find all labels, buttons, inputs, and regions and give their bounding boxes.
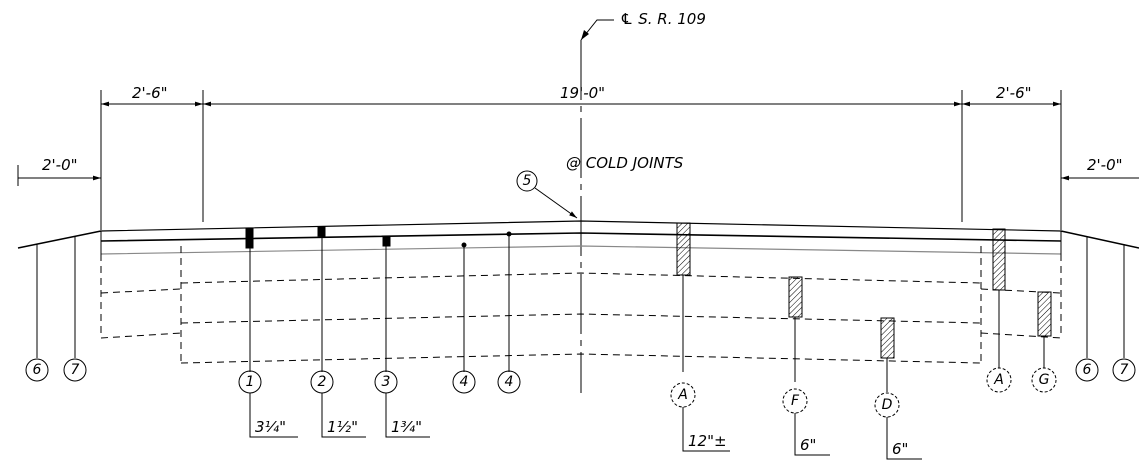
dim-center: 19'-0" [560, 84, 605, 102]
note-callout-5: 5 @ COLD JOINTS [516, 154, 684, 219]
core-callouts [670, 367, 1057, 418]
core-callout-d: D [882, 397, 893, 413]
dim-right-inner: 2'-6" [996, 84, 1032, 102]
core-callout-f: F [791, 393, 800, 409]
dimension-top [17, 90, 1139, 230]
shoulder-leaders [36, 237, 1125, 358]
centerline-label: ℄ S. R. 109 [620, 10, 706, 28]
core-depth-f: 6" [800, 436, 816, 454]
centerline: ℄ S. R. 109 [580, 10, 706, 393]
dim-left-inner: 2'-6" [132, 84, 168, 102]
depth-label-2: 1¹⁄₂" [327, 418, 358, 436]
callout-6-right: 6 [1083, 362, 1092, 378]
callout-4b: 4 [505, 374, 514, 390]
depth-label-3: 1³⁄₄" [391, 418, 422, 436]
note-callout-number: 5 [523, 173, 532, 189]
note-callout-text: @ COLD JOINTS [566, 154, 684, 172]
core-callout-a: A [677, 387, 688, 403]
callout-2: 2 [318, 374, 327, 390]
core-callout-g: G [1039, 372, 1050, 388]
depth-label-leaders [249, 393, 922, 460]
depth-leaders [249, 234, 510, 372]
callout-6-left: 6 [33, 362, 42, 378]
dim-left-outer: 2'-0" [42, 156, 78, 174]
core-depth-a: 12"± [688, 432, 727, 450]
callout-3: 3 [382, 374, 391, 390]
core-callout-a-right: A [993, 372, 1004, 388]
callout-1: 1 [246, 374, 255, 390]
depth-label-1: 3¹⁄₄" [255, 418, 286, 436]
dim-right-outer: 2'-0" [1087, 156, 1123, 174]
callout-7-right: 7 [1120, 362, 1129, 378]
callout-7-left: 7 [71, 362, 80, 378]
core-samples [676, 222, 1052, 392]
core-depth-d: 6" [892, 440, 908, 458]
pavement-surface [17, 220, 1139, 255]
callout-4a: 4 [460, 374, 469, 390]
